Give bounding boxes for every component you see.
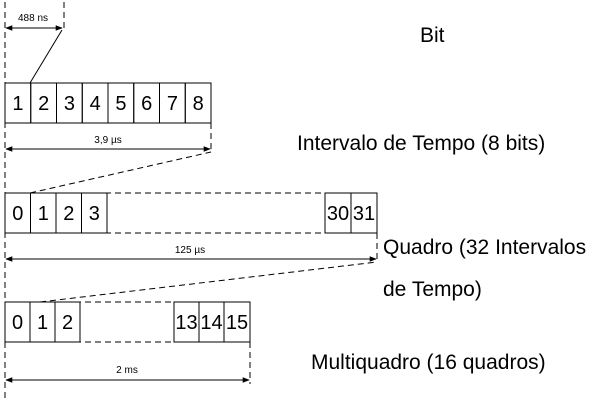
frame-cell-label: 15 [226, 312, 248, 334]
frame-cell-label: 14 [200, 312, 222, 334]
multiframe-label: Multiquadro (16 quadros) [311, 351, 546, 374]
interval-label: Intervalo de Tempo (8 bits) [297, 132, 545, 155]
bit-cell-label: 8 [193, 93, 204, 115]
interval-cell-label: 31 [353, 203, 375, 225]
frame-cell-label: 13 [175, 312, 197, 334]
bit-cell-label: 1 [12, 93, 23, 115]
frame-cell-label: 1 [37, 312, 48, 334]
bit-zoom-line [29, 29, 63, 84]
frame-zoom-line [39, 261, 378, 303]
bit-cell-label: 2 [38, 93, 49, 115]
multiframe-duration-label: 2 ms [116, 365, 138, 376]
frame-cell-label: 0 [12, 312, 23, 334]
bit-cell-label: 3 [64, 93, 75, 115]
bit-cell-label: 7 [167, 93, 178, 115]
interval-cell-label: 3 [89, 203, 100, 225]
frame-cell [54, 301, 81, 343]
bit-cell-label: 5 [115, 93, 126, 115]
interval-cell-label: 1 [38, 203, 49, 225]
interval-cell-label: 2 [63, 203, 74, 225]
bit-cell-label: 4 [90, 93, 101, 115]
frame-duration-label: 125 µs [175, 245, 205, 256]
interval-cell-label: 30 [327, 203, 349, 225]
frame-cell-label: 2 [62, 312, 73, 334]
interval-cell [350, 192, 378, 234]
interval-duration-label: 3,9 µs [94, 135, 121, 146]
interval-zoom-line [29, 151, 212, 194]
interval-cell-label: 0 [12, 203, 23, 225]
frame-label-line1: Quadro (32 Intervalos [383, 236, 586, 259]
frame-cell [223, 301, 251, 343]
bit-duration-label: 488 ns [18, 13, 48, 24]
bit-cell-label: 6 [141, 93, 152, 115]
bit-label: Bit [420, 24, 445, 47]
interval-cell [81, 192, 108, 234]
bit-cell [184, 82, 212, 124]
frame-label-line2: de Tempo) [383, 278, 482, 301]
